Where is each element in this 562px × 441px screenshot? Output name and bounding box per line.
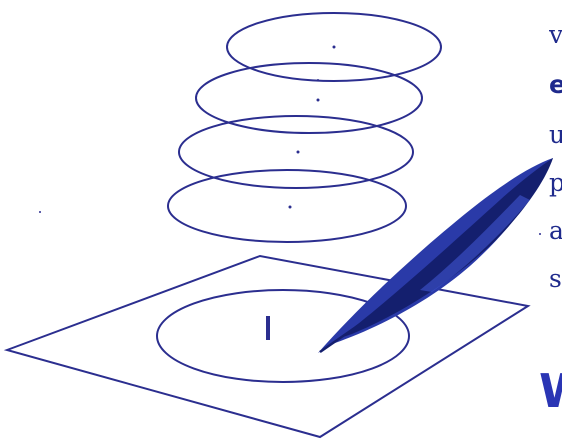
disc-fourth-center-dot <box>289 206 292 209</box>
stray-dot-right <box>539 233 541 235</box>
disc-top-center-dot <box>333 46 336 49</box>
disc-third-center-dot <box>297 151 300 154</box>
side-letter-6: s <box>549 266 562 291</box>
disc-fourth <box>168 170 406 242</box>
spindle-mark <box>266 316 270 340</box>
side-letter-4: p <box>549 170 562 195</box>
quill-feather-icon <box>318 158 553 353</box>
cropped-heading-fragment: W <box>539 368 562 408</box>
side-letter-2: e <box>549 72 562 97</box>
side-letter-3: u <box>549 122 562 147</box>
side-letter-1: v <box>549 22 562 47</box>
heading-fragment-letter: W <box>539 368 562 408</box>
stray-dot-mid <box>317 79 319 81</box>
stray-dot-left <box>39 211 41 213</box>
disc-second-center-dot <box>317 99 320 102</box>
base-sheet <box>7 256 528 437</box>
side-letter-5: a <box>549 218 562 243</box>
